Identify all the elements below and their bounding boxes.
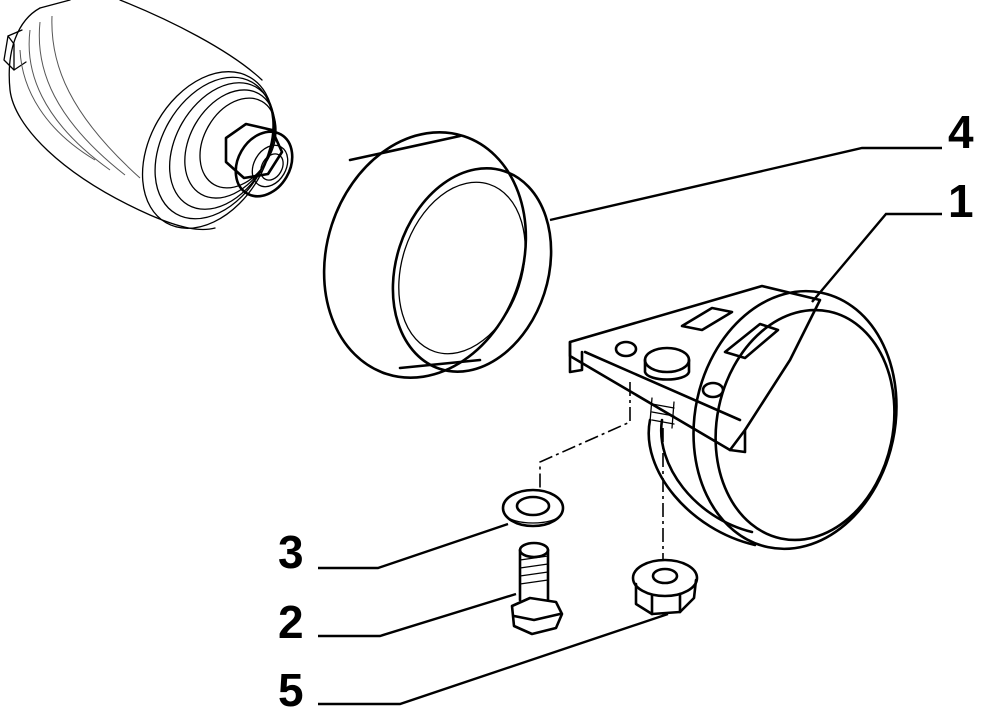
part-4-rubber-sleeve <box>322 131 553 379</box>
filter-canister <box>3 0 294 231</box>
axis-line-washer <box>539 382 631 490</box>
callout-3: 3 <box>278 526 304 578</box>
part-3-washer <box>501 488 565 528</box>
callout-5: 5 <box>278 664 304 710</box>
leader-line-5 <box>318 612 669 706</box>
leader-line-2 <box>318 592 517 638</box>
callout-1: 1 <box>948 175 974 227</box>
part-5-flange-nut <box>631 558 699 616</box>
callout-2: 2 <box>278 596 304 648</box>
callout-4: 4 <box>948 106 974 158</box>
leader-line-4 <box>549 146 942 222</box>
leader-line-1 <box>811 212 942 303</box>
part-2-bolt <box>510 541 564 636</box>
leader-line-3 <box>318 522 509 570</box>
part-1-clamp-bracket <box>568 284 898 551</box>
